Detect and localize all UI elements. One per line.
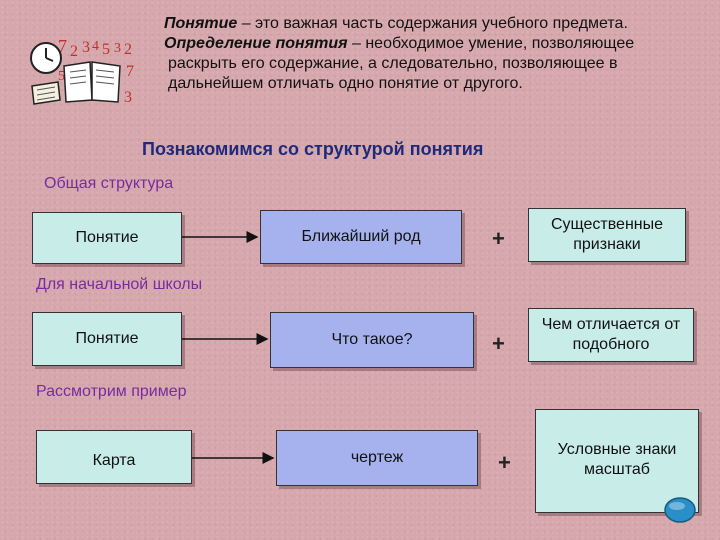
term-concept: Понятие xyxy=(164,15,238,32)
section-label-example: Рассмотрим пример xyxy=(36,383,187,400)
intro-line-2: Определение понятия – необходимое умение… xyxy=(164,34,704,54)
plus-sign-general: + xyxy=(492,226,505,251)
features-box-primary: Чем отличается от подобного xyxy=(528,308,694,362)
section-label-primary: Для начальной школы xyxy=(36,276,203,293)
svg-text:5: 5 xyxy=(102,41,110,58)
intro-line-1-rest: – это важная часть содержания учебного п… xyxy=(237,15,628,32)
intro-text: Понятие – это важная часть содержания уч… xyxy=(164,14,704,94)
intro-line-2-rest: – необходимое умение, позволяющее xyxy=(347,35,635,52)
book-clock-icon: 7 2 3 4 5 3 2 7 3 5 xyxy=(28,36,138,108)
plus-sign-primary: + xyxy=(492,331,505,356)
svg-text:3: 3 xyxy=(114,41,121,56)
section-heading: Познакомимся со структурой понятия xyxy=(142,139,484,159)
intro-line-1: Понятие – это важная часть содержания уч… xyxy=(164,14,704,34)
plus-sign-example: + xyxy=(498,450,511,475)
svg-text:7: 7 xyxy=(126,63,134,80)
svg-text:4: 4 xyxy=(92,39,99,54)
intro-line-4: дальнейшем отличать одно понятие от друг… xyxy=(168,75,523,92)
intro-line-3: раскрыть его содержание, а следовательно… xyxy=(168,55,618,72)
svg-text:3: 3 xyxy=(124,89,132,106)
concept-box-example: Карта xyxy=(36,430,192,484)
svg-text:3: 3 xyxy=(82,39,90,56)
genus-box-example: чертеж xyxy=(276,430,478,486)
features-box-general: Существенные признаки xyxy=(528,208,686,262)
genus-box-general: Ближайший род xyxy=(260,210,462,264)
svg-text:2: 2 xyxy=(70,43,78,60)
svg-text:7: 7 xyxy=(58,36,67,56)
nav-oval-icon[interactable] xyxy=(664,497,696,523)
section-label-general: Общая структура xyxy=(44,175,174,192)
term-definition: Определение понятия xyxy=(164,35,348,52)
genus-box-primary: Что такое? xyxy=(270,312,474,368)
svg-text:2: 2 xyxy=(124,41,132,58)
svg-text:5: 5 xyxy=(58,69,65,84)
concept-box-general: Понятие xyxy=(32,212,182,264)
features-box-example: Условные знаки масштаб xyxy=(535,409,699,513)
concept-box-primary: Понятие xyxy=(32,312,182,366)
